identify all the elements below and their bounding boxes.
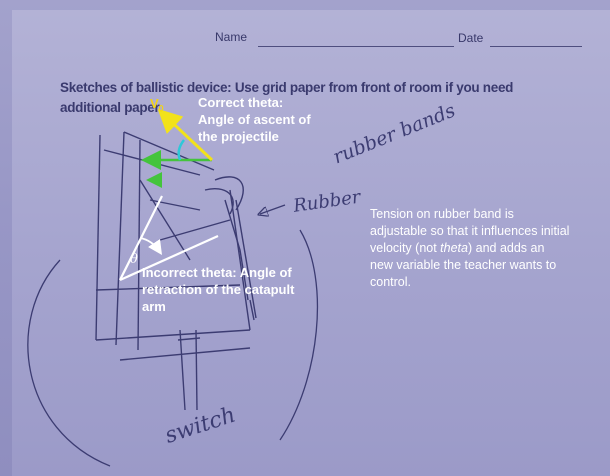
- name-blank-line: [258, 46, 454, 47]
- incorrect-theta-line1: Incorrect theta: Angle of: [142, 265, 292, 280]
- worksheet-instruction-line2: additional paper: [60, 100, 160, 115]
- theta-symbol: θ: [130, 252, 138, 267]
- device-base-circle: [27, 229, 319, 467]
- velocity-label: V0: [150, 96, 164, 114]
- retraction-angle-arc: [139, 237, 162, 255]
- date-blank-line: [490, 46, 582, 47]
- correct-theta-line2: Angle of ascent of: [198, 112, 311, 127]
- incorrect-theta-line3: arm: [142, 299, 166, 314]
- correct-theta-annotation: Correct theta: Angle of ascent of the pr…: [198, 94, 311, 145]
- incorrect-theta-line2: retraction of the catapult: [142, 282, 295, 297]
- incorrect-theta-annotation: Incorrect theta: Angle of retraction of …: [142, 264, 294, 315]
- tension-note: Tension on rubber band is adjustable so …: [370, 207, 570, 289]
- launch-angle-arc: [177, 139, 185, 161]
- date-label: Date: [458, 31, 484, 45]
- initial-velocity-arrow: [157, 108, 214, 162]
- worksheet-paper: [12, 10, 610, 476]
- name-label: Name: [215, 30, 248, 44]
- correct-theta-line1: Correct theta:: [198, 95, 284, 110]
- rubber-band-pointer: [260, 204, 286, 214]
- worksheet-instruction-line1: Sketches of ballistic device: Use grid p…: [60, 80, 514, 95]
- correct-theta-line3: the projectile: [198, 129, 279, 144]
